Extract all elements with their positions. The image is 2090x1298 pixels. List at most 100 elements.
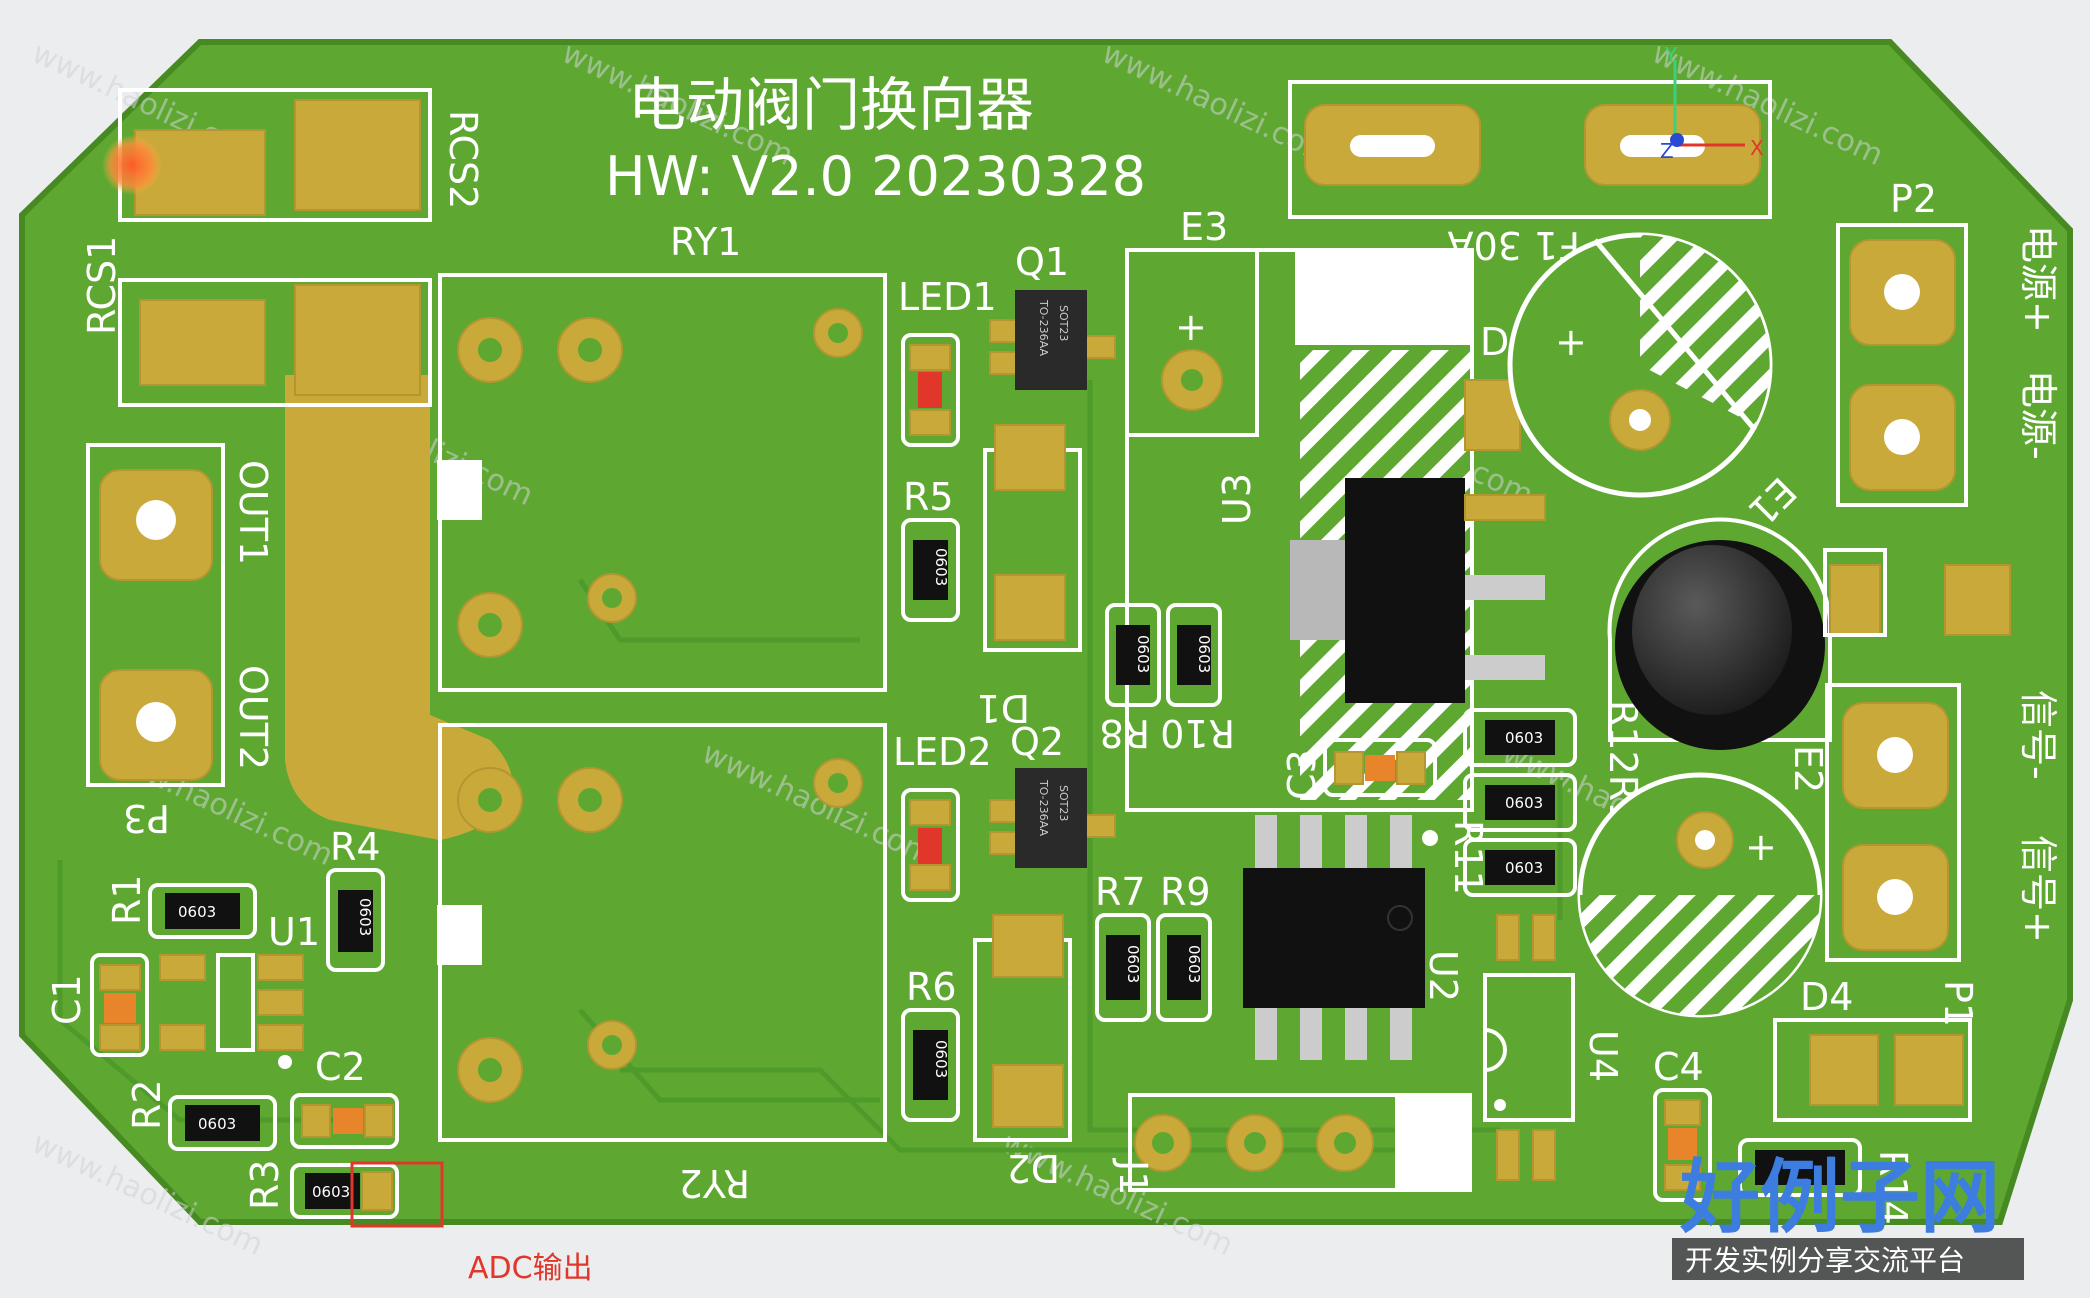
label-led1: LED1 <box>898 275 997 319</box>
r8-r10-group: 0603 0603 R8 R10 <box>1099 603 1235 755</box>
label-q1: Q1 <box>1015 240 1069 284</box>
svg-text:0603: 0603 <box>932 548 950 586</box>
label-u1: U1 <box>268 910 320 954</box>
u2-chip: U2 <box>1243 815 1465 1060</box>
copper-strip <box>285 375 513 840</box>
label-p1: P1 <box>1936 980 1980 1027</box>
svg-text:0603: 0603 <box>356 898 374 936</box>
led2-group: LED2 R6 0603 Q2 SOT23 TO-236AA D2 <box>893 720 1116 1190</box>
label-r14: R14 <box>1871 1150 1915 1225</box>
label-signal-minus: 信号- <box>2016 690 2060 780</box>
label-e3: E3 <box>1180 205 1228 249</box>
svg-text:+: + <box>1555 320 1587 364</box>
svg-text:Z: Z <box>1660 139 1674 163</box>
svg-text:0603: 0603 <box>1134 635 1152 673</box>
label-d1: D1 <box>977 686 1030 730</box>
status-glow-icon <box>102 135 162 195</box>
connector-p3: OUT1 OUT2 P3 <box>86 443 275 840</box>
svg-text:0603: 0603 <box>312 1183 350 1201</box>
c3-group: C3 <box>1280 738 1437 800</box>
label-c2: C2 <box>315 1045 366 1089</box>
u4-chip: U4 <box>1483 914 1625 1181</box>
label-e2: E2 <box>1786 745 1830 793</box>
logo-text: 好例子网 <box>1679 1151 2000 1244</box>
label-r8: R8 <box>1099 711 1150 755</box>
c4-r14-group: C4 R14 <box>1653 1045 1915 1225</box>
label-d4: D4 <box>1800 975 1853 1019</box>
left-bottom-group: R1 0603 U1 C1 R2 0603 C2 R3 0603 R4 0603 <box>45 825 399 1219</box>
svg-text:0603: 0603 <box>1124 945 1142 983</box>
label-q2: Q2 <box>1010 720 1064 764</box>
site-logo: 好例子网 开发实例分享交流平台 <box>1672 1151 2024 1280</box>
svg-text:SOT23: SOT23 <box>1057 785 1070 821</box>
connector-p1: 信号- 信号+ P1 <box>1825 683 2060 1027</box>
svg-text:0603: 0603 <box>1505 729 1543 747</box>
svg-text:0603: 0603 <box>1505 794 1543 812</box>
svg-text:Y: Y <box>1664 43 1678 67</box>
hw-version: HW: V2.0 20230328 <box>605 145 1146 208</box>
board-title: 电动阀门换向器 <box>628 71 1034 139</box>
label-r1: R1 <box>105 874 149 925</box>
svg-text:0603: 0603 <box>932 1040 950 1078</box>
r7-r9-group: R7 R9 0603 0603 <box>1095 870 1212 1022</box>
adc-label: ADC输出 <box>468 1251 593 1286</box>
label-led2: LED2 <box>893 730 992 774</box>
label-signal-plus: 信号+ <box>2016 835 2060 943</box>
label-fuse: F1 30A <box>1448 223 1580 267</box>
label-r10: R10 <box>1160 711 1235 755</box>
label-u4: U4 <box>1581 1030 1625 1082</box>
label-r5: R5 <box>903 475 954 519</box>
label-power-minus: 电源- <box>2016 370 2060 460</box>
round-component <box>1607 517 2011 750</box>
rcs-group: RCS2 RCS1 <box>80 88 485 407</box>
svg-text:TO-236AA: TO-236AA <box>1037 779 1050 836</box>
label-j1: J1 <box>1111 1158 1155 1195</box>
svg-text:0603: 0603 <box>178 903 216 921</box>
label-out1: OUT1 <box>231 460 275 565</box>
label-rcs2: RCS2 <box>441 110 485 209</box>
led1-group: LED1 R5 0603 Q1 SOT23 TO-236AA D1 <box>898 240 1116 730</box>
connector-j1: J1 <box>1111 1093 1472 1195</box>
label-d2: D2 <box>1007 1146 1060 1190</box>
svg-text:0603: 0603 <box>198 1115 236 1133</box>
relay-ry1: RY1 <box>437 220 887 692</box>
svg-text:TO-236AA: TO-236AA <box>1037 299 1050 356</box>
label-c3: C3 <box>1280 749 1324 800</box>
cap-e2: + E2 <box>1577 745 1830 1018</box>
svg-text:0603: 0603 <box>1185 945 1203 983</box>
label-r3: R3 <box>243 1159 287 1210</box>
label-p2: P2 <box>1890 177 1937 221</box>
label-u3: U3 <box>1215 473 1259 525</box>
svg-text:+: + <box>1745 825 1777 869</box>
label-r11: R11 <box>1446 820 1490 895</box>
label-r9: R9 <box>1160 870 1211 914</box>
label-out2: OUT2 <box>231 665 275 770</box>
label-r4: R4 <box>330 825 381 869</box>
diode-d4: D4 <box>1773 975 1972 1122</box>
label-e3-plus: + <box>1175 305 1207 349</box>
label-c1: C1 <box>45 974 89 1025</box>
svg-text:SOT23: SOT23 <box>1057 305 1070 341</box>
svg-text:0603: 0603 <box>1195 635 1213 673</box>
svg-text:0603: 0603 <box>1505 859 1543 877</box>
axis-gizmo: Y X Z <box>1660 43 1764 163</box>
relay-ry2: RY2 <box>437 723 887 1205</box>
e3-u3-group: E3 + D3 U3 <box>1125 205 1546 812</box>
label-p3: P3 <box>123 796 170 840</box>
logo-subtitle: 开发实例分享交流平台 <box>1685 1244 1965 1277</box>
connector-p2: P2 电源+ 电源- <box>1836 177 2060 507</box>
label-c4: C4 <box>1653 1045 1704 1089</box>
label-power-plus: 电源+ <box>2016 225 2060 333</box>
cap-e1: + E1 <box>1507 232 1805 534</box>
label-r6: R6 <box>906 965 957 1009</box>
label-ry1: RY1 <box>670 220 741 264</box>
svg-text:X: X <box>1750 136 1764 160</box>
adc-annotation: ADC输出 <box>350 1161 593 1286</box>
label-r2: R2 <box>125 1079 169 1130</box>
label-u2: U2 <box>1421 950 1465 1002</box>
label-r7: R7 <box>1095 870 1146 914</box>
label-rcs1: RCS1 <box>80 236 124 335</box>
label-ry2: RY2 <box>679 1161 750 1205</box>
